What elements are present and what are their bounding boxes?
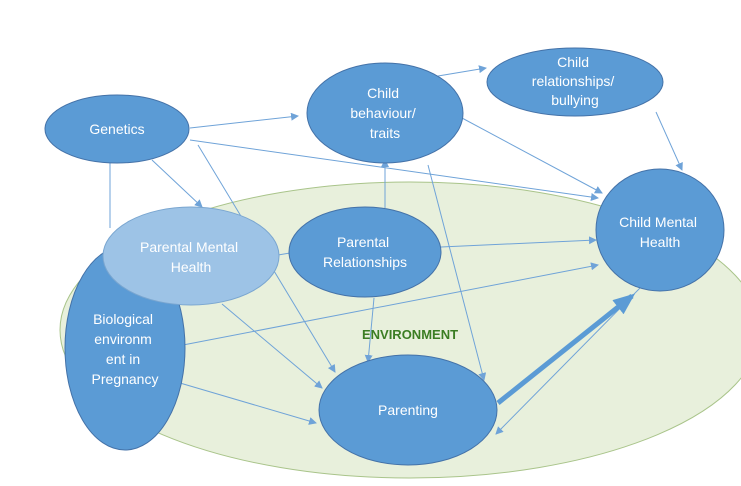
child-relationships-label: Child relationships/ bullying: [532, 54, 618, 108]
node-child-mental-health: Child Mental Health: [595, 168, 725, 292]
child-behaviour-shape: [306, 62, 464, 164]
arrow-child-behaviour-to-relationships: [431, 65, 487, 78]
node-parental-mental-health: Parental Mental Health: [102, 206, 280, 306]
arrow-parenting-to-child-mental-health: [496, 293, 636, 405]
arrow-genetics-to-parental-mental-health: [151, 159, 203, 208]
environment-label: ENVIRONMENT: [362, 327, 458, 342]
child-relationships-shape: [486, 47, 664, 117]
arrow-genetics-to-child-behaviour: [189, 112, 299, 129]
node-parenting: Parenting: [318, 354, 498, 466]
parenting-label: Parenting: [378, 402, 438, 418]
parenting-shape: [318, 354, 498, 466]
parental-relationships-shape: [288, 206, 442, 298]
node-child-behaviour: Child behaviour/ traits: [306, 62, 464, 164]
parental-mental-health-shape: [102, 206, 280, 306]
arrows: [109, 65, 683, 435]
biological-environment-label: Biological environm ent in Pregnancy: [92, 311, 159, 387]
arrow-genetics-to-child-mental-health: [189, 139, 599, 201]
arrow-relationships-to-mental-health: [655, 111, 683, 171]
child-mental-health-shape: [595, 168, 725, 292]
node-genetics: Genetics: [44, 94, 190, 164]
parental-relationships-label: Parental Relationships: [323, 234, 407, 270]
arrow-child-behaviour-to-parenting: [427, 164, 487, 381]
line-parental-mh-to-relationships: [277, 252, 291, 256]
node-child-relationships: Child relationships/ bullying: [486, 47, 664, 117]
arrow-child-behaviour-to-mental-health: [461, 117, 603, 194]
node-parental-relationships: Parental Relationships: [288, 206, 442, 298]
arrow-biological-to-mental-health: [182, 262, 599, 346]
child-mental-health-label: Child Mental Health: [619, 214, 701, 250]
genetics-label: Genetics: [89, 121, 144, 137]
parental-mental-health-label: Parental Mental Health: [140, 239, 242, 275]
arrow-parental-relationships-to-mental-health: [440, 236, 597, 248]
child-behaviour-label: Child behaviour/ traits: [350, 85, 419, 141]
arrow-parental-mh-to-parenting: [221, 303, 323, 389]
arrow-biological-to-parenting: [179, 382, 317, 425]
genetics-shape: [44, 94, 190, 164]
